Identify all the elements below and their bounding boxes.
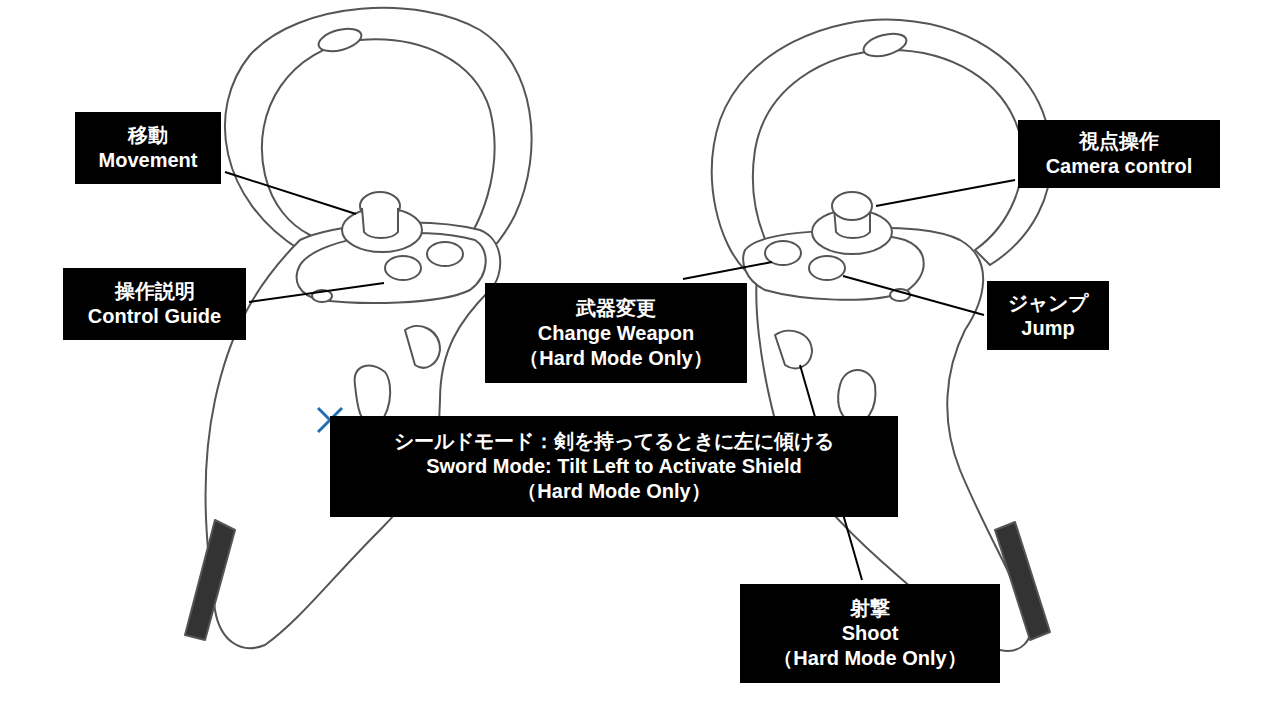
leader-line [249, 283, 384, 302]
label-text: 移動 [128, 123, 168, 148]
left-ring [225, 8, 532, 270]
right-ring-button [861, 30, 909, 61]
leader-line [225, 172, 356, 214]
label-text: 操作説明 [115, 279, 195, 304]
label-text: Camera control [1046, 154, 1193, 179]
label-text: （Hard Mode Only） [773, 646, 966, 671]
leader-line [876, 180, 1015, 206]
label-text: （Hard Mode Only） [519, 346, 712, 371]
label-box: 武器変更Change Weapon（Hard Mode Only） [485, 283, 747, 383]
left-thumbstick-base [342, 208, 422, 252]
label-text: Change Weapon [538, 321, 694, 346]
label-box: シールドモード：剣を持ってるときに左に傾けるSword Mode: Tilt L… [330, 416, 898, 517]
left-thumbstick-shaft [362, 208, 398, 238]
label-text: 射撃 [850, 596, 890, 621]
right-strap [995, 522, 1050, 640]
right-button-a [809, 256, 845, 280]
label-text: シールドモード：剣を持ってるときに左に傾ける [394, 429, 834, 454]
left-strap [185, 520, 235, 640]
label-text: Jump [1021, 316, 1074, 341]
right-ring [712, 20, 1052, 270]
label-text: Sword Mode: Tilt Left to Activate Shield [426, 454, 802, 479]
label-text: Movement [99, 148, 198, 173]
label-text: Shoot [842, 621, 899, 646]
left-button-y [427, 242, 463, 266]
left-button-x [385, 256, 421, 280]
label-text: 視点操作 [1079, 129, 1159, 154]
label-box: 射撃Shoot（Hard Mode Only） [740, 584, 1000, 683]
right-thumbstick [832, 192, 872, 220]
label-text: Control Guide [88, 304, 221, 329]
label-box: 操作説明Control Guide [63, 268, 246, 340]
left-ring-button [316, 25, 364, 56]
label-box: 移動Movement [75, 112, 221, 184]
right-trigger [775, 331, 812, 369]
label-box: 視点操作Camera control [1018, 120, 1220, 188]
left-trigger [405, 326, 440, 368]
label-text: 武器変更 [576, 296, 656, 321]
label-text: ジャンプ [1008, 291, 1088, 316]
label-box: ジャンプJump [987, 281, 1109, 350]
label-text: （Hard Mode Only） [517, 479, 710, 504]
leader-line [843, 276, 984, 315]
leader-line [683, 262, 772, 279]
